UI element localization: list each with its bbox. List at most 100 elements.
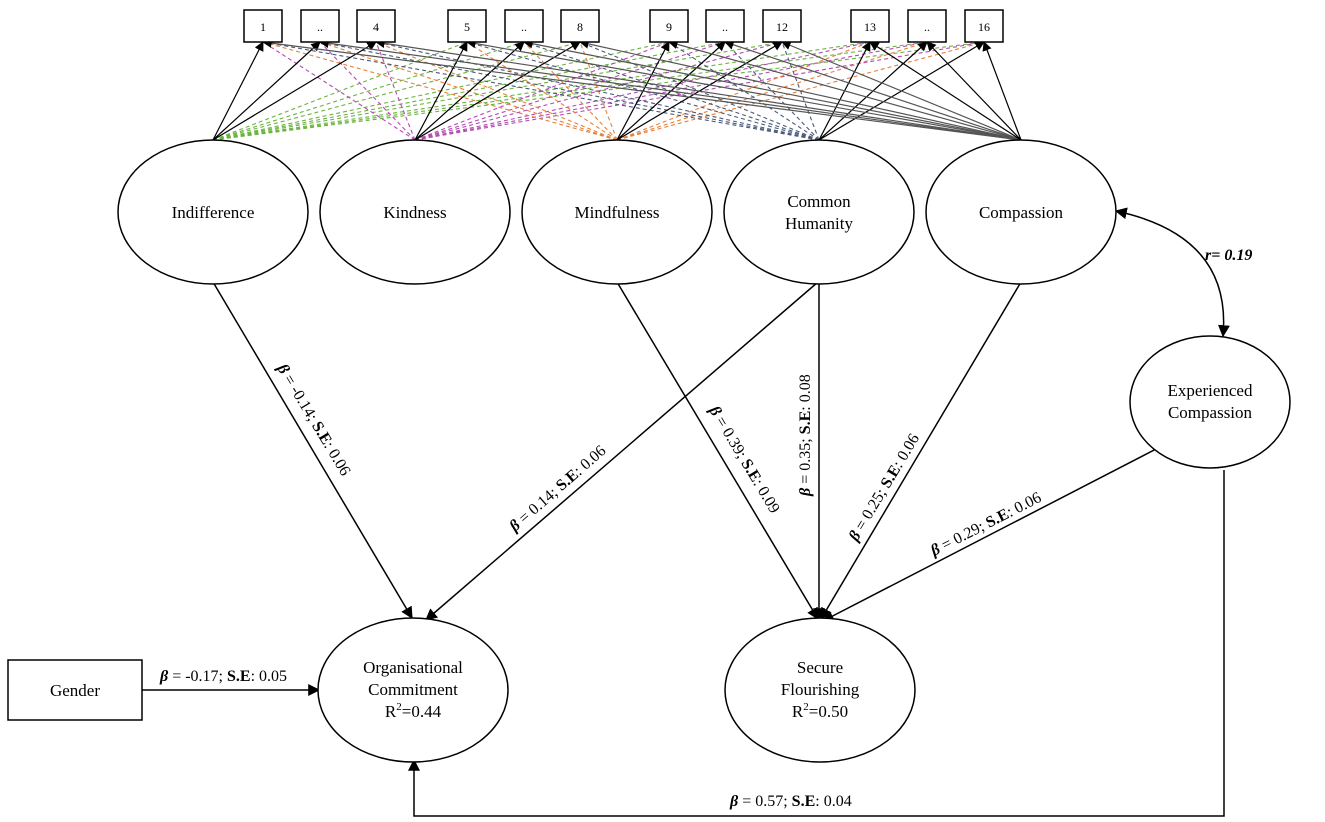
outcome-organisational-commitment: Organisational Commitment R2=0.44 (317, 617, 509, 763)
indicator-box: 4 (356, 9, 396, 43)
factor-label: Mindfulness (575, 203, 660, 222)
coef-mindfulness-sf: β = 0.39; S.E: 0.09 (705, 402, 783, 516)
indicator-label: .. (722, 20, 728, 34)
factor-compassion: Compassion (925, 139, 1117, 285)
indicator-box: .. (705, 9, 745, 43)
indicator-box: .. (504, 9, 544, 43)
experienced-compassion-node: Experienced Compassion (1129, 335, 1291, 469)
node-label-line2: Compassion (1168, 403, 1253, 422)
correlation-arc (1114, 207, 1230, 338)
primary-loading-lines (212, 38, 1022, 141)
indicator-label: .. (924, 20, 930, 34)
cross-loading-line (319, 41, 416, 141)
general-loading-line (982, 41, 1022, 141)
node-label-line1: Experienced (1168, 381, 1253, 400)
node-label-line2: Flourishing (781, 680, 860, 699)
indicator-box: 16 (964, 9, 1004, 43)
factor-label: Kindness (383, 203, 446, 222)
indicator-box: .. (907, 9, 947, 43)
general-loading-line (262, 38, 1022, 141)
cross-loading-line (212, 41, 468, 141)
coef-experienced-sf: β = 0.29; S.E: 0.06 (927, 489, 1044, 560)
path-commonhumanity-oc (425, 281, 819, 621)
node-label-line2: Commitment (368, 680, 458, 699)
cross-loading-line (319, 41, 618, 141)
indicator-label: 13 (864, 20, 876, 34)
general-loading-line (375, 38, 1022, 141)
general-loading-line (523, 38, 1022, 141)
primary-loading-line (212, 41, 377, 141)
primary-loading-line (212, 41, 264, 141)
path-indifference-oc (212, 281, 413, 620)
indicator-box: 8 (560, 9, 600, 43)
indicator-label: 5 (464, 20, 470, 34)
coef-commonhumanity-oc: β = 0.14; S.E: 0.06 (506, 442, 610, 535)
cross-loading-line (466, 41, 618, 141)
node-label-line1: Organisational (363, 658, 463, 677)
general-loading-line (668, 39, 1022, 141)
indicator-box: 12 (762, 9, 802, 43)
coef-compassion-sf: β = 0.25; S.E: 0.06 (845, 431, 923, 545)
indicator-label: 12 (776, 20, 788, 34)
factor-label-line1: Common (787, 192, 851, 211)
outcome-secure-flourishing: Secure Flourishing R2=0.50 (724, 617, 916, 763)
correlation-label: r= 0.19 (1205, 247, 1252, 264)
primary-loading-line (414, 41, 525, 141)
r-squared-label: R2=0.50 (792, 701, 848, 721)
structural-paths (142, 207, 1230, 817)
cross-loading-line (724, 41, 820, 141)
cross-loading-line (375, 41, 416, 141)
general-loading-line (781, 40, 1022, 141)
factor-label: Indifference (172, 203, 255, 222)
r-squared-label: R2=0.44 (385, 701, 442, 721)
cross-loading-line (319, 41, 820, 141)
coef-gender-oc: β = -0.17; S.E: 0.05 (159, 668, 287, 685)
path-experienced-sf (821, 446, 1161, 622)
indicator-box: 9 (649, 9, 689, 43)
general-loading-line (466, 38, 1022, 141)
indicator-label: .. (317, 20, 323, 34)
gender-node: Gender (7, 659, 143, 721)
cross-loading-line (523, 41, 618, 141)
cross-loading-line (375, 41, 618, 141)
cross-loading-line (375, 41, 820, 141)
indicator-box: .. (300, 9, 340, 43)
general-loading-line (926, 41, 1022, 141)
latent-factors: Indifference Kindness Mindfulness Common… (117, 139, 1117, 285)
coef-indifference-oc: β = -0.14; S.E: 0.06 (273, 360, 354, 478)
indicator-label: 4 (373, 20, 379, 34)
path-compassion-sf (820, 281, 1022, 621)
indicator-label: 9 (666, 20, 672, 34)
cross-loading-line (262, 41, 416, 141)
path-experienced-oc (408, 470, 1225, 817)
general-loading-line (869, 41, 1022, 141)
factor-indifference: Indifference (117, 139, 309, 285)
general-loading-line (579, 39, 1022, 141)
path-mindfulness-sf (616, 281, 819, 621)
factor-mindfulness: Mindfulness (521, 139, 713, 285)
primary-loading-line (414, 41, 581, 141)
coef-commonhumanity-sf: β = 0.35; S.E: 0.08 (797, 374, 814, 497)
node-label-line1: Secure (797, 658, 843, 677)
indicator-box: 13 (850, 9, 890, 43)
indicator-box: 1 (243, 9, 283, 43)
cross-loading-line (262, 41, 618, 141)
indicator-boxes: 1 .. 4 5 .. 8 9 .. 12 13 .. 16 (243, 9, 1004, 43)
general-loading-line (319, 38, 1022, 141)
factor-common-humanity: Common Humanity (723, 139, 915, 285)
indicator-label: 1 (260, 20, 266, 34)
primary-loading-line (414, 41, 468, 141)
primary-loading-line (212, 41, 321, 141)
factor-label: Compassion (979, 203, 1064, 222)
factor-label-line2: Humanity (785, 214, 853, 233)
cross-loading-line (668, 41, 820, 141)
indicator-box: 5 (447, 9, 487, 43)
indicator-label: .. (521, 20, 527, 34)
coef-experienced-oc: β = 0.57; S.E: 0.04 (729, 793, 852, 810)
indicator-label: 8 (577, 20, 583, 34)
cross-loading-line (212, 41, 581, 141)
gender-label: Gender (50, 681, 100, 700)
general-loading-line (724, 40, 1022, 141)
factor-kindness: Kindness (319, 139, 511, 285)
